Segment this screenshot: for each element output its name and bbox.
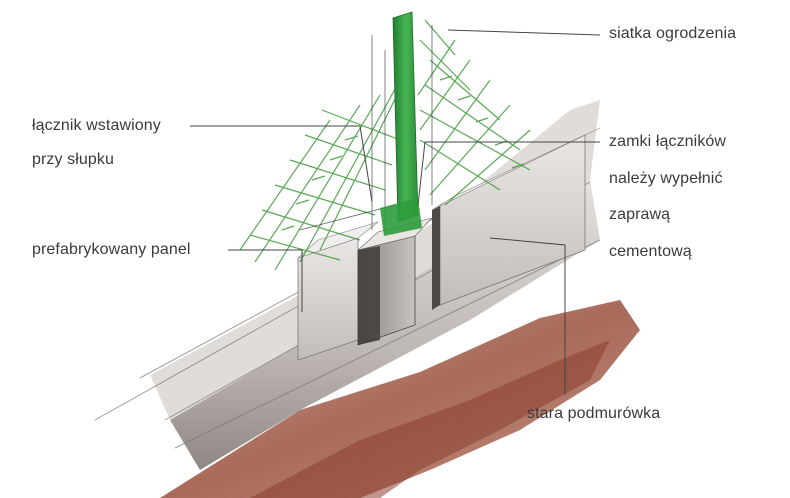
label-joints-line4: cementową (609, 243, 692, 260)
label-connector-line1: łącznik wstawiony (32, 117, 161, 134)
soil-shadow (250, 340, 610, 498)
label-joints-line2: należy wypełnić (609, 170, 723, 187)
label-joints-line1: zamki łączników (609, 133, 727, 150)
connector-block-shadow (358, 246, 380, 345)
leader-siatka (447, 29, 601, 36)
label-fence-mesh: siatka ogrodzenia (609, 25, 737, 42)
mesh-wires (299, 25, 433, 231)
label-prefab-panel: prefabrykowany panel (32, 241, 191, 258)
leader-zamki (417, 141, 600, 206)
post-base (380, 198, 422, 236)
left-panel-top (297, 221, 379, 259)
leader-panel (228, 249, 303, 312)
label-connector-line2: przy słupku (32, 151, 115, 168)
label-old-foundation: stara podmurówka (527, 405, 661, 422)
leader-podmurowka (489, 237, 566, 395)
soil-ground (160, 300, 640, 498)
fence-mesh (239, 19, 531, 271)
right-panel-side (432, 205, 440, 310)
right-panel-top (431, 127, 601, 211)
leader-lines (190, 29, 601, 395)
label-joints-line3: zaprawą (609, 206, 671, 223)
green-post (392, 11, 419, 223)
leader-lacznik (190, 125, 373, 203)
